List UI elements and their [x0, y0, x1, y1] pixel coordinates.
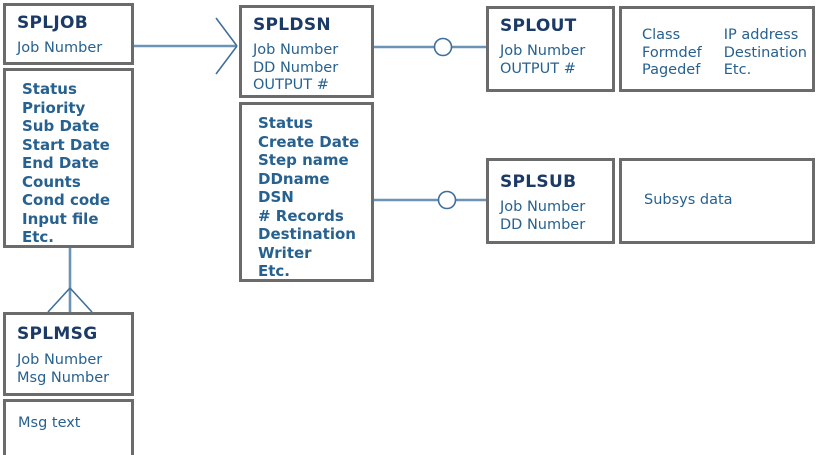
splout-attr-column-1: Class Formdef Pagedef: [642, 27, 702, 80]
entity-attr-spldsn-5: # Records: [258, 206, 344, 225]
entity-attr-spljob-3: Start Date: [22, 135, 110, 154]
entity-spldsn-header[interactable]: SPLDSN Job Number DD Number OUTPUT #: [239, 5, 374, 98]
entity-attr-spldsn-7: Writer: [258, 243, 312, 262]
entity-key-spldsn-2: OUTPUT #: [253, 77, 329, 93]
entity-attr-spljob-6: Cond code: [22, 191, 111, 209]
entity-attr-spljob-1: Priority: [22, 98, 86, 117]
entity-attr-splout-c1-0: Class: [642, 27, 681, 43]
entity-key-spldsn-1: DD Number: [253, 59, 339, 76]
crowsfoot-splmsg-right: [69, 287, 93, 313]
entity-splsub-body[interactable]: Subsys data: [619, 158, 815, 244]
entity-key-spljob-0: Job Number: [17, 40, 103, 56]
entity-attr-spljob-4: End Date: [22, 154, 99, 172]
entity-attr-spljob-8: Etc.: [22, 228, 55, 246]
entity-attr-splout-c2-2: Etc.: [723, 62, 752, 78]
entity-attr-spljob-7: Input file: [22, 209, 99, 228]
entity-key-splmsg-1: Msg Number: [17, 369, 110, 386]
cardinality-circle-splsub: [437, 190, 457, 210]
entity-title-splout: SPLOUT: [500, 16, 577, 36]
entity-splmsg-body[interactable]: Msg text: [3, 399, 134, 455]
entity-attr-spldsn-1: Create Date: [258, 132, 360, 151]
entity-spljob-body[interactable]: Status Priority Sub Date Start Date End …: [3, 68, 134, 248]
entity-title-spljob: SPLJOB: [17, 13, 89, 33]
entity-splout-header[interactable]: SPLOUT Job Number OUTPUT #: [486, 6, 615, 92]
entity-attr-splmsg-0: Msg text: [18, 415, 81, 431]
crowsfoot-spldsn-top: [215, 17, 238, 47]
entity-attr-spljob-2: Sub Date: [22, 117, 100, 135]
splout-attr-column-2: IP address Destination Etc.: [724, 27, 807, 80]
entity-key-splsub-0: Job Number: [500, 199, 586, 215]
entity-attr-spljob-0: Status: [22, 80, 77, 98]
entity-attr-spldsn-2: Step name: [258, 151, 349, 169]
entity-attr-splsub-0: Subsys data: [644, 192, 733, 208]
entity-attr-spldsn-3: DDname: [258, 169, 330, 188]
entity-title-splsub: SPLSUB: [500, 172, 577, 192]
entity-attr-spldsn-0: Status: [258, 114, 313, 132]
crowsfoot-spldsn-bottom: [215, 45, 238, 75]
entity-spldsn-body[interactable]: Status Create Date Step name DDname DSN …: [239, 102, 374, 282]
entity-attr-spldsn-4: DSN: [258, 188, 294, 206]
entity-title-splmsg: SPLMSG: [17, 324, 98, 344]
entity-splmsg-header[interactable]: SPLMSG Job Number Msg Number: [3, 312, 134, 396]
entity-attr-spljob-5: Counts: [22, 172, 81, 191]
entity-spljob-header[interactable]: SPLJOB Job Number: [3, 3, 134, 65]
entity-attr-spldsn-8: Etc.: [258, 262, 291, 280]
entity-splout-body[interactable]: Class Formdef Pagedef IP address Destina…: [619, 6, 815, 92]
entity-key-spldsn-0: Job Number: [253, 42, 339, 58]
entity-title-spldsn: SPLDSN: [253, 15, 331, 35]
cardinality-circle-splout: [433, 37, 453, 57]
entity-splsub-header[interactable]: SPLSUB Job Number DD Number: [486, 158, 615, 244]
entity-attr-splout-c2-1: Destination: [723, 44, 807, 61]
entity-key-splout-0: Job Number: [500, 43, 586, 59]
entity-attr-spldsn-6: Destination: [258, 225, 356, 243]
crowsfoot-splmsg-left: [47, 287, 71, 313]
entity-key-splmsg-0: Job Number: [17, 352, 103, 368]
entity-key-splsub-1: DD Number: [500, 216, 586, 233]
entity-attr-splout-c2-0: IP address: [723, 27, 799, 43]
entity-attr-splout-c1-1: Formdef: [642, 44, 702, 61]
entity-key-splout-1: OUTPUT #: [500, 60, 576, 77]
entity-attr-splout-c1-2: Pagedef: [642, 62, 701, 78]
